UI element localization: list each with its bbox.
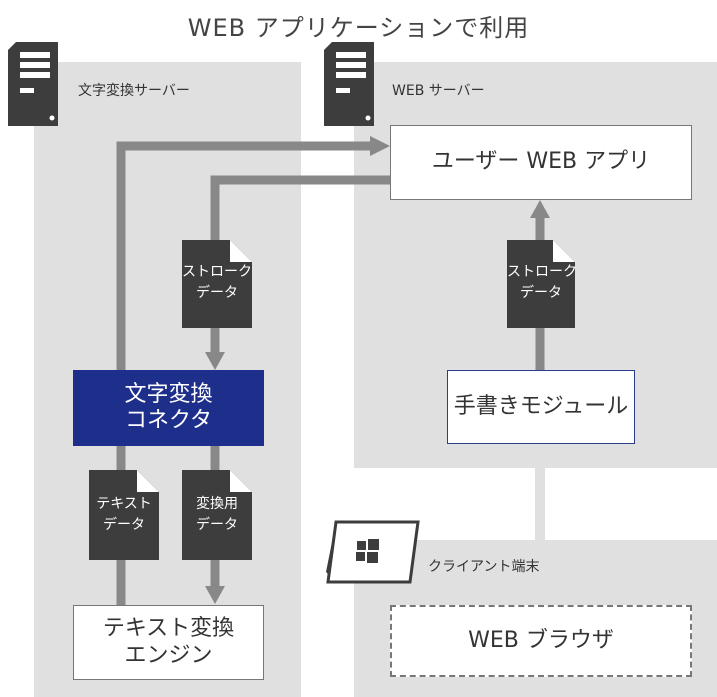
document-conversion-data xyxy=(182,470,252,560)
document-fold xyxy=(553,240,575,262)
arrow-connector-to-webapp xyxy=(116,141,372,372)
text-data-label: テキスト データ xyxy=(89,494,159,536)
doc-label-line: テキスト xyxy=(96,496,152,512)
text-conversion-engine: テキスト変換 エンジン xyxy=(73,605,264,680)
arrowhead-webapp xyxy=(370,136,390,156)
web-server-label: WEB サーバー xyxy=(392,83,485,99)
character-conversion-connector: 文字変換 コネクタ xyxy=(73,370,264,446)
doc-label-line: データ xyxy=(520,285,562,301)
server-icon xyxy=(324,42,374,126)
server-icon xyxy=(8,42,58,126)
arrowhead-engine xyxy=(205,586,225,604)
conversion-server-label: 文字変換サーバー xyxy=(78,83,190,99)
document-fold xyxy=(230,240,252,262)
document-fold xyxy=(230,470,252,492)
diagram-title: WEB アプリケーションで利用 xyxy=(187,14,530,42)
stroke-data-left-label: ストローク データ xyxy=(182,262,252,304)
conversion-data-label: 変換用 データ xyxy=(182,494,252,536)
doc-label-line: データ xyxy=(196,517,238,533)
doc-label-line: 変換用 xyxy=(196,496,238,512)
user-web-app-box: ユーザー WEB アプリ xyxy=(390,125,692,200)
web-browser-box: WEB ブラウザ xyxy=(390,605,692,677)
connector-label-line2: コネクタ xyxy=(124,408,213,433)
document-text-data xyxy=(89,470,159,560)
handwriting-module-box: 手書きモジュール xyxy=(447,370,635,444)
doc-label-line: ストローク xyxy=(507,264,577,280)
arrowhead-webapp-bottom xyxy=(530,200,550,218)
connector-label-line1: 文字変換 xyxy=(124,381,213,407)
engine-label-line1: テキスト変換 xyxy=(102,616,235,642)
doc-label-line: データ xyxy=(196,285,238,301)
stroke-data-right-label: ストローク データ xyxy=(507,262,577,304)
client-label: クライアント端末 xyxy=(428,559,540,575)
engine-label-line2: エンジン xyxy=(124,642,213,668)
document-fold xyxy=(137,470,159,492)
doc-label-line: ストローク xyxy=(182,264,252,280)
arrowhead-connector xyxy=(205,352,225,370)
doc-label-line: データ xyxy=(103,517,145,533)
windows-tablet-icon xyxy=(326,520,420,584)
